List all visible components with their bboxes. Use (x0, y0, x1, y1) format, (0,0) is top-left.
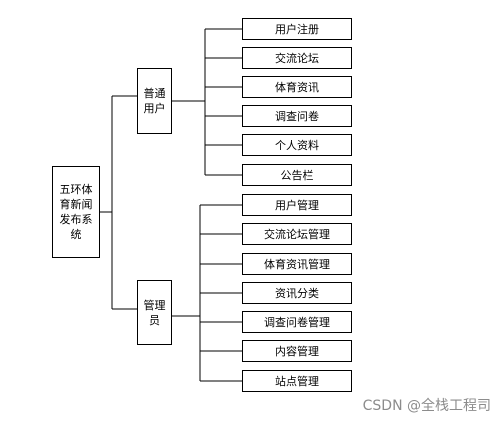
leaf-node: 调查问卷 (242, 105, 352, 127)
leaf-node-label: 调查问卷 (275, 109, 319, 123)
leaf-node-label: 资讯分类 (275, 286, 319, 300)
leaf-node-label: 体育资讯管理 (264, 257, 330, 271)
leaf-node: 调查问卷管理 (242, 311, 352, 333)
leaf-node: 交流论坛管理 (242, 223, 352, 245)
root-node: 五环体育新闻发布系统 (52, 166, 100, 258)
group-node-label: 管理员 (143, 298, 166, 327)
leaf-node-label: 内容管理 (275, 344, 319, 358)
leaf-node: 交流论坛 (242, 47, 352, 69)
leaf-node-label: 调查问卷管理 (264, 315, 330, 329)
group-node-admin: 管理员 (137, 280, 172, 345)
root-node-label: 五环体育新闻发布系统 (59, 183, 93, 241)
leaf-node: 内容管理 (242, 340, 352, 362)
leaf-node: 个人资料 (242, 134, 352, 156)
leaf-node: 公告栏 (242, 164, 352, 186)
leaf-node: 用户管理 (242, 194, 352, 216)
leaf-node-label: 个人资料 (275, 138, 319, 152)
leaf-node-label: 用户注册 (275, 22, 319, 36)
leaf-node: 体育资讯 (242, 76, 352, 98)
leaf-node-label: 公告栏 (280, 168, 314, 182)
leaf-node: 站点管理 (242, 370, 352, 392)
leaf-node-label: 体育资讯 (275, 80, 319, 94)
group-node-normal-user: 普通用户 (137, 68, 172, 134)
leaf-node-label: 站点管理 (275, 374, 319, 388)
group-node-label: 普通用户 (143, 87, 166, 115)
leaf-node-label: 交流论坛管理 (264, 227, 330, 241)
leaf-node-label: 用户管理 (275, 198, 319, 212)
leaf-node-label: 交流论坛 (275, 51, 319, 65)
watermark: CSDN @全栈工程司 (362, 398, 491, 414)
leaf-node: 体育资讯管理 (242, 253, 352, 275)
leaf-node: 用户注册 (242, 18, 352, 40)
leaf-node: 资讯分类 (242, 282, 352, 304)
